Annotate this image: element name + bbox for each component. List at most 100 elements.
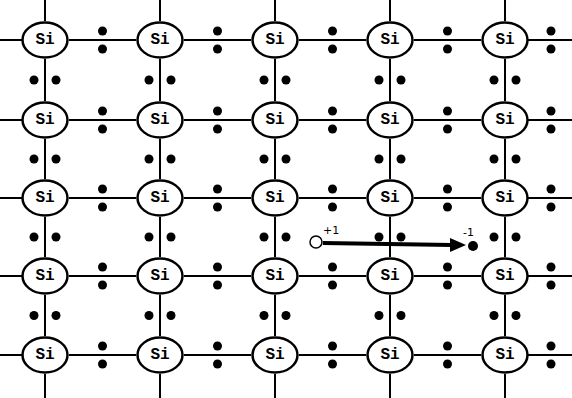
silicon-atom: Si	[136, 257, 184, 295]
electron-dot	[375, 311, 384, 320]
electron-dot	[52, 233, 61, 242]
electron-dot	[213, 281, 222, 290]
bond-stub	[389, 374, 391, 398]
bond-stub	[528, 119, 572, 121]
bond-electrons	[30, 27, 521, 369]
electron-dot	[98, 203, 107, 212]
arrow-head	[450, 238, 466, 252]
atom-symbol: Si	[495, 31, 514, 49]
electron-dot	[213, 342, 222, 351]
covalent-bond	[389, 59, 391, 101]
covalent-bond	[414, 354, 481, 356]
electron-dot	[213, 185, 222, 194]
electron-dot	[443, 107, 452, 116]
atom-symbol: Si	[35, 111, 54, 129]
electron-dot	[547, 107, 556, 116]
bond-stub	[0, 275, 22, 277]
covalent-bond	[159, 295, 161, 336]
covalent-bond	[69, 354, 136, 356]
covalent-bond	[389, 295, 391, 336]
electron-dot	[397, 155, 406, 164]
electron-dot	[443, 360, 452, 369]
silicon-atom: Si	[366, 21, 414, 59]
covalent-bond	[184, 354, 251, 356]
electron-dot	[328, 360, 337, 369]
electron-dot	[443, 185, 452, 194]
silicon-atom: Si	[136, 21, 184, 59]
covalent-bond	[184, 39, 251, 41]
electron-dot	[443, 281, 452, 290]
bond-stub	[504, 374, 506, 398]
bond-stub	[159, 374, 161, 398]
edge-electrons	[547, 27, 556, 369]
silicon-atom: Si	[21, 257, 69, 295]
electron-dot	[167, 76, 176, 85]
covalent-bond	[184, 119, 251, 121]
silicon-atom: Si	[251, 257, 299, 295]
covalent-bond	[274, 59, 276, 101]
covalent-bond	[159, 217, 161, 257]
atom-symbol: Si	[35, 346, 54, 364]
electron-dot	[547, 45, 556, 54]
electron-dot	[282, 233, 291, 242]
covalent-bond	[299, 197, 366, 199]
covalent-bond	[389, 139, 391, 179]
bond-stub	[528, 275, 572, 277]
electron-dot	[145, 311, 154, 320]
electron-dot	[98, 185, 107, 194]
electron-dot	[375, 76, 384, 85]
atom-symbol: Si	[380, 267, 399, 285]
bond-stub	[528, 39, 572, 41]
covalent-bond	[274, 295, 276, 336]
electron-dot	[490, 233, 499, 242]
electron-dot	[328, 45, 337, 54]
atom-symbol: Si	[380, 111, 399, 129]
covalent-bond	[44, 295, 46, 336]
silicon-atom: Si	[481, 179, 529, 217]
covalent-bond	[414, 197, 481, 199]
electron-dot	[213, 107, 222, 116]
electron-dot	[98, 107, 107, 116]
electron-dot	[52, 311, 61, 320]
silicon-atom: Si	[21, 101, 69, 139]
atom-symbol: Si	[150, 346, 169, 364]
electron-dot	[167, 311, 176, 320]
bond-stub	[528, 197, 572, 199]
covalent-bond	[69, 275, 136, 277]
silicon-atom: Si	[366, 179, 414, 217]
electron-dot	[145, 76, 154, 85]
covalent-bond	[414, 119, 481, 121]
electron-dot	[397, 311, 406, 320]
electron-dot	[512, 155, 521, 164]
electron-dot	[167, 155, 176, 164]
silicon-atom: Si	[481, 336, 529, 374]
silicon-atom: Si	[136, 101, 184, 139]
covalent-bond	[159, 59, 161, 101]
bond-stub	[528, 354, 572, 356]
electron-dot	[98, 45, 107, 54]
covalent-bond	[274, 217, 276, 257]
bond-stub	[504, 0, 506, 21]
electron-dot	[52, 155, 61, 164]
electron-dot	[282, 155, 291, 164]
electron-dot	[375, 155, 384, 164]
covalent-bond	[504, 59, 506, 101]
electron-dot	[512, 76, 521, 85]
covalent-bond	[414, 39, 481, 41]
electron-dot	[213, 125, 222, 134]
atom-symbol: Si	[35, 31, 54, 49]
atom-symbol: Si	[380, 189, 399, 207]
electron-dot	[282, 311, 291, 320]
electron-dot	[52, 76, 61, 85]
electron-dot	[282, 76, 291, 85]
electron-dot	[98, 125, 107, 134]
covalent-bond	[299, 119, 366, 121]
silicon-atom: Si	[481, 257, 529, 295]
atom-symbol: Si	[495, 111, 514, 129]
silicon-atom: Si	[366, 257, 414, 295]
electron-dot	[328, 281, 337, 290]
electron-dot	[443, 263, 452, 272]
electron-dot	[443, 125, 452, 134]
electron-dot	[397, 233, 406, 242]
